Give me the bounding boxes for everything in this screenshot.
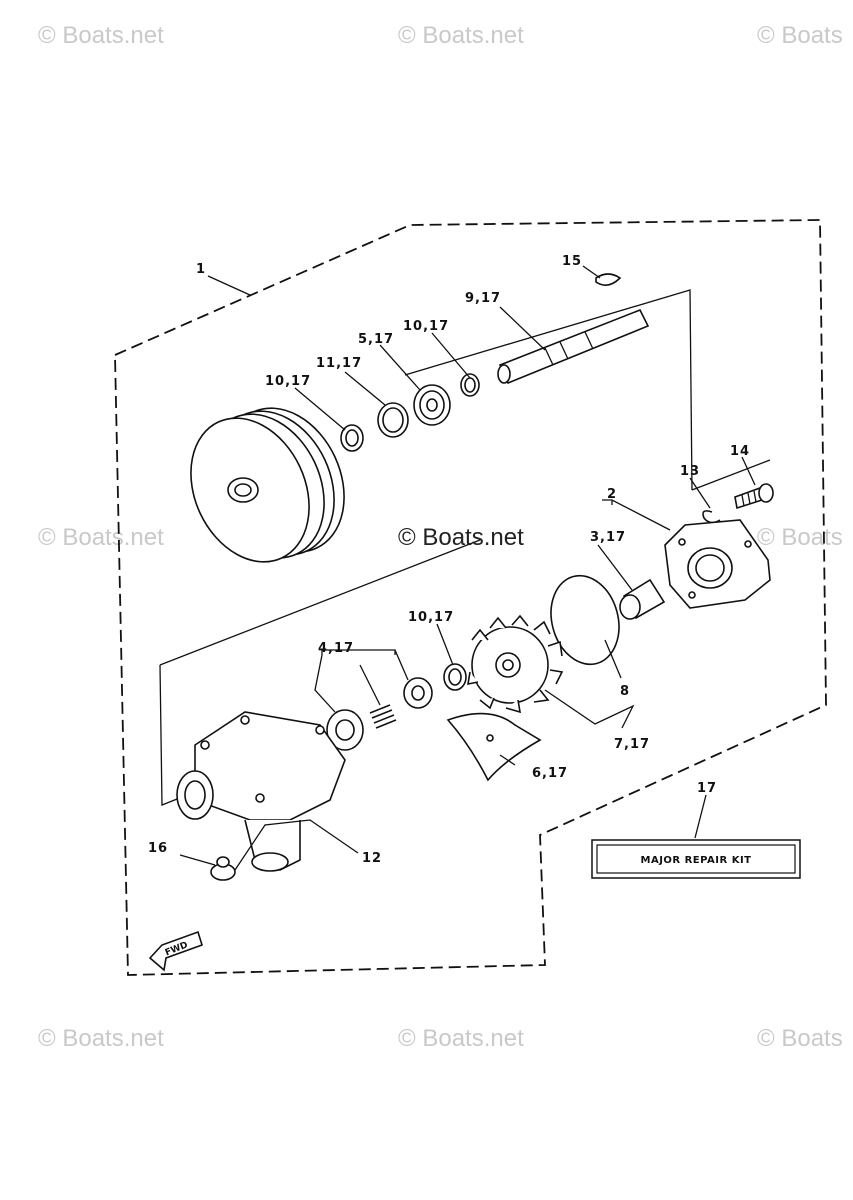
callout-1: 1 [196,262,206,277]
assembly-boundary [114,219,827,976]
gasket-8 [550,574,620,666]
watermark: © Boats.net [38,524,164,551]
callout-11-17: 11,17 [316,356,362,371]
pump-housing-12 [176,711,346,872]
shaft-9 [497,308,650,385]
sleeve-3 [619,578,666,620]
kit-label: MAJOR REPAIR KIT [641,855,752,866]
callout-15: 15 [562,254,582,269]
snap-ring-11 [377,402,409,438]
seal-4 [326,677,433,751]
watermark: © Boats [757,1025,843,1052]
callout-12: 12 [362,851,382,866]
callout-7-17: 7,17 [614,737,650,752]
watermark: © Boats.net [398,1025,524,1052]
watermark: © Boats [757,524,843,551]
leader-lines [179,265,756,871]
fwd-arrow-icon: FWD [148,930,203,972]
callout-13: 13 [680,464,700,479]
callout-5-17: 5,17 [358,332,394,347]
callout-3-17: 3,17 [590,530,626,545]
circlip-10-c [443,663,467,691]
circlip-10-b [460,373,480,397]
bearing-5 [413,384,451,426]
callout-14: 14 [730,444,750,459]
circlip-10-a [340,424,364,452]
watermark: © Boats.net [398,22,524,49]
watermark: © Boats.net [38,22,164,49]
major-repair-kit-box: MAJOR REPAIR KIT [591,839,801,879]
panel-outline [159,289,771,806]
callout-4-17: 4,17 [318,641,354,656]
callout-10-17: 10,17 [408,610,454,625]
cover-plate-2 [664,519,771,609]
watermark: © Boats [757,22,843,49]
callout-17: 17 [697,781,717,796]
callout-10-17: 10,17 [403,319,449,334]
watermark: © Boats.net [398,524,524,551]
watermark: © Boats.net [38,1025,164,1052]
callout-6-17: 6,17 [532,766,568,781]
impeller-7 [467,614,564,714]
callout-2: 2 [607,487,617,502]
liner-6 [446,712,542,782]
callout-16: 16 [148,841,168,856]
washer-13 [702,510,721,524]
pulley [190,407,345,563]
callout-8: 8 [620,684,630,699]
plug-16 [210,856,236,881]
callout-10-17: 10,17 [265,374,311,389]
callout-9-17: 9,17 [465,291,501,306]
key-15 [595,273,622,286]
bolt-14 [734,483,774,510]
